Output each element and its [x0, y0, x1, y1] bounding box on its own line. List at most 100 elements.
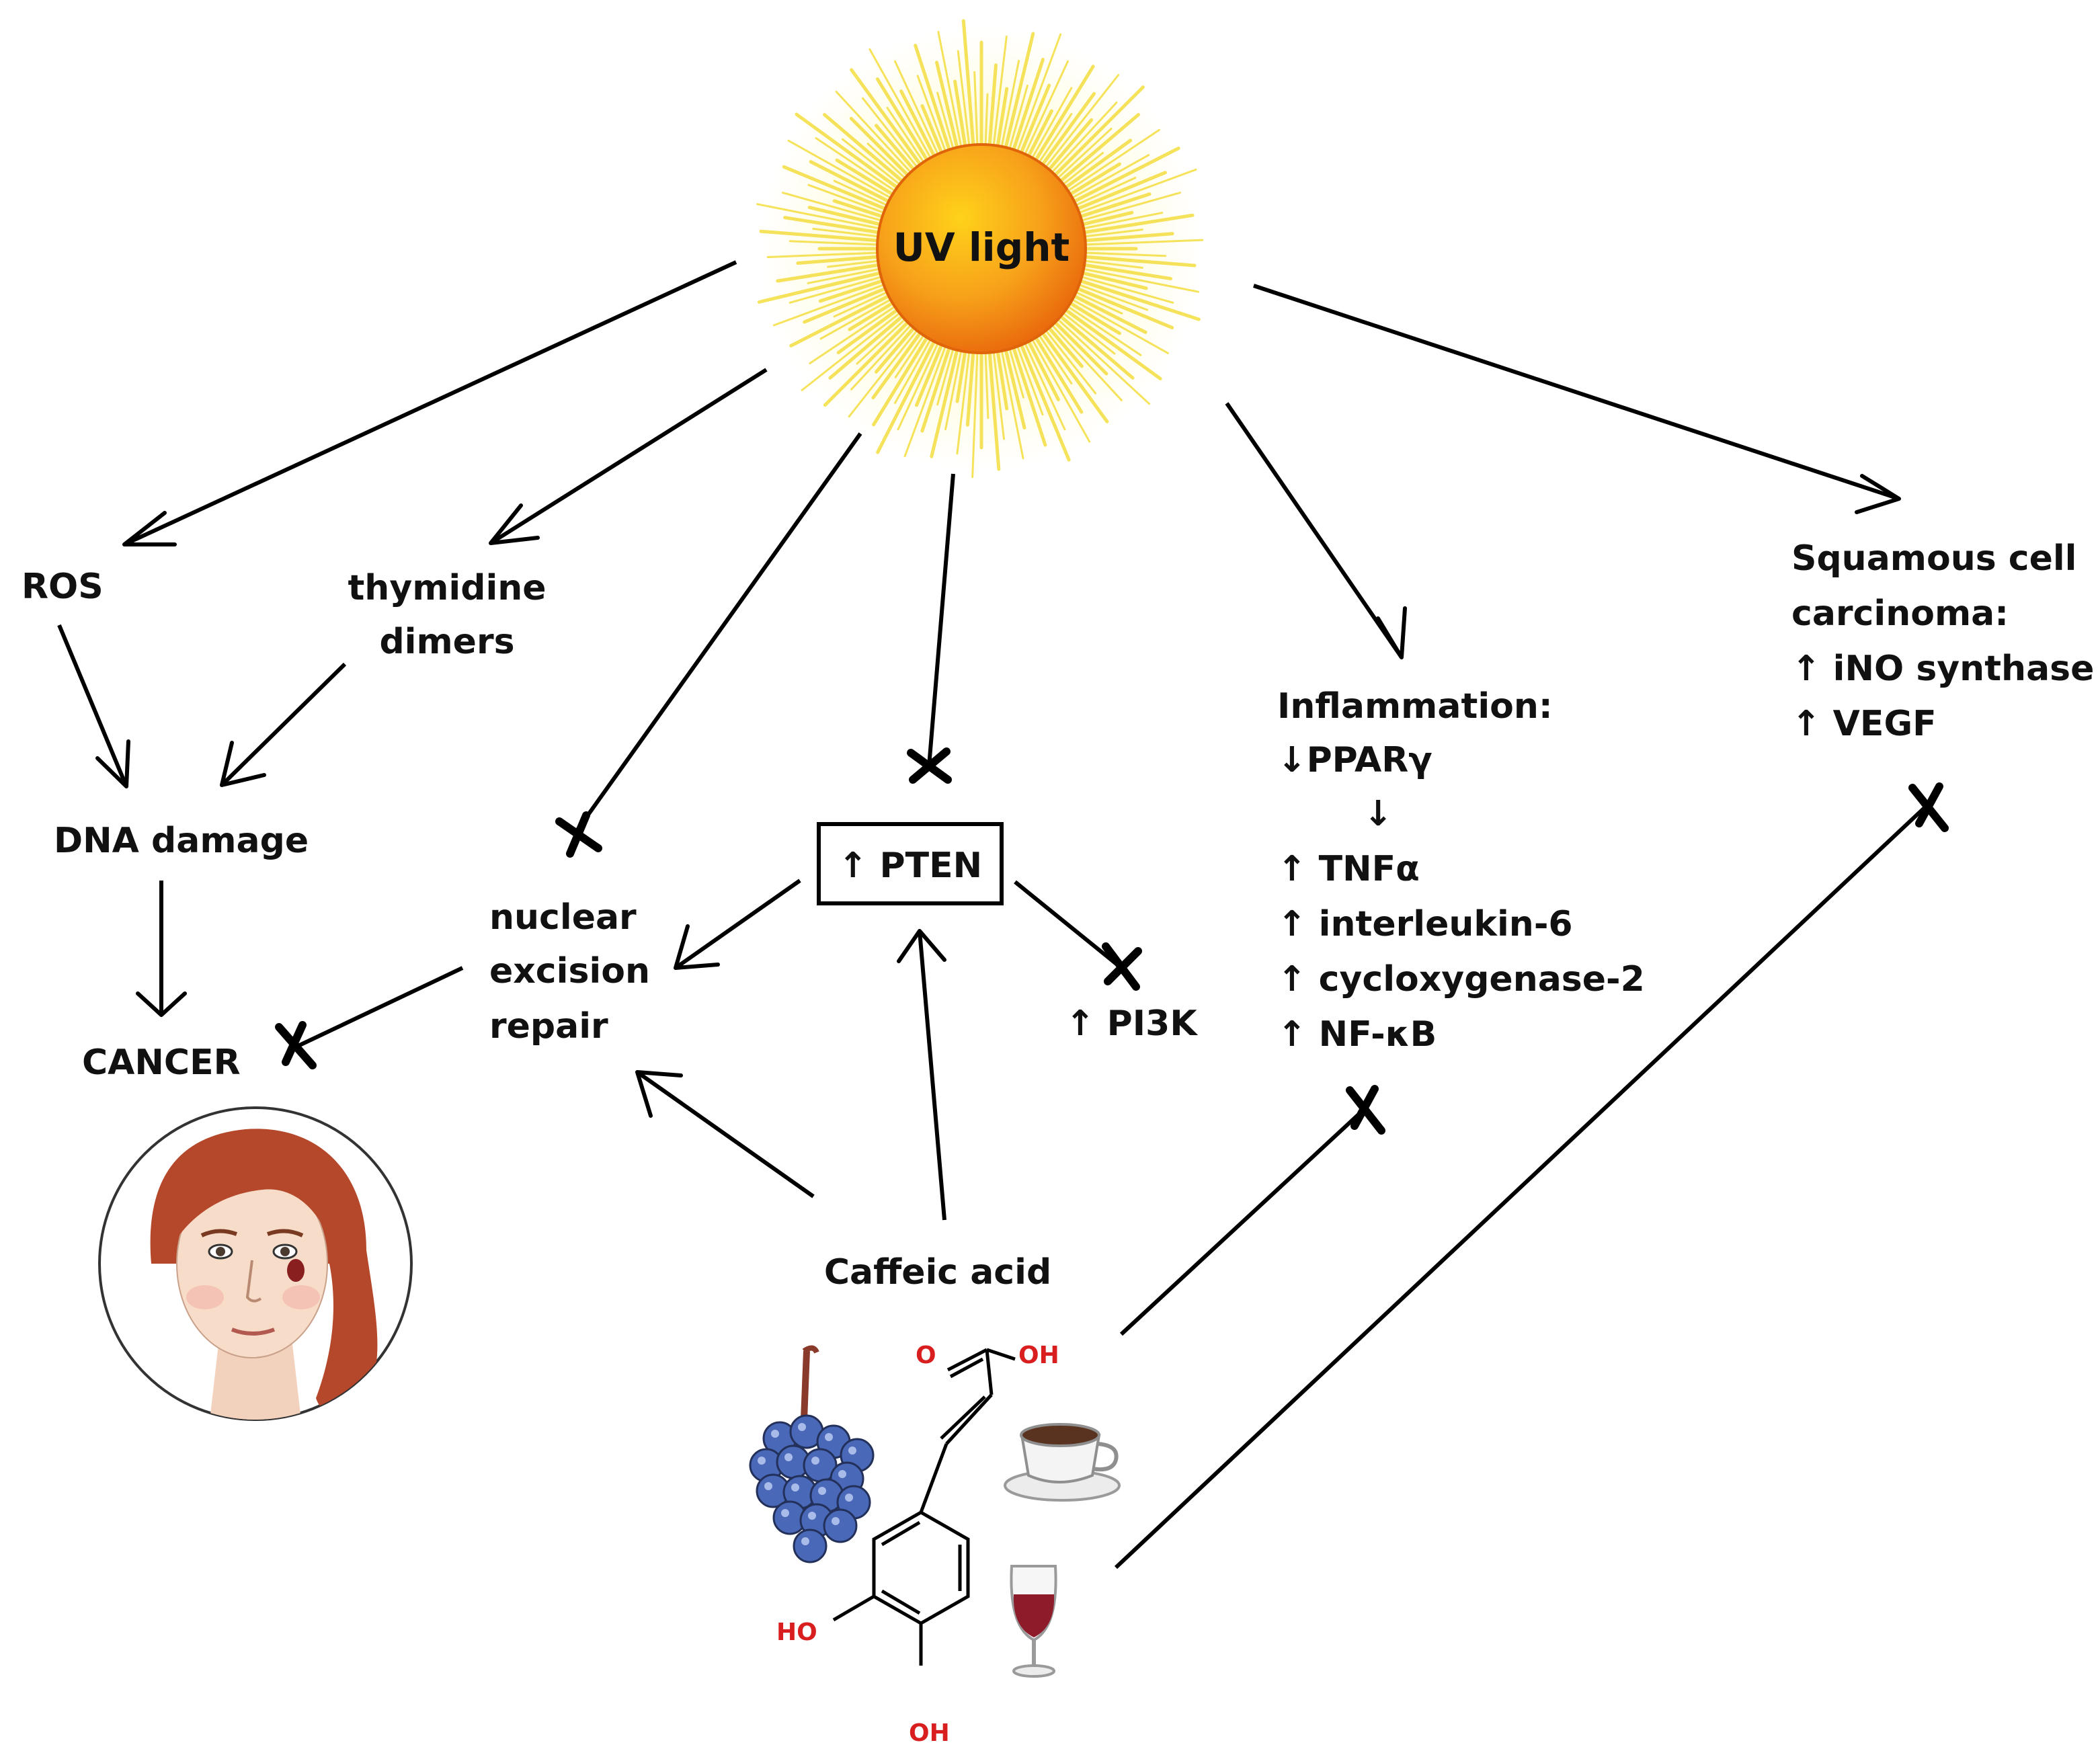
berry	[793, 1528, 827, 1563]
sun-ray	[1081, 239, 1204, 246]
sun-ray	[1051, 318, 1108, 376]
sun-ray	[1075, 282, 1149, 311]
arrow-thymidine-to-dna-damage	[220, 662, 347, 787]
sun-ray	[872, 333, 931, 427]
caffeic-acid-structure: O OH HO OH	[776, 1342, 1059, 1747]
sun-ray	[782, 192, 886, 222]
sun-ray	[1079, 267, 1200, 293]
sun-ray	[1064, 128, 1160, 194]
cancer-label: CANCER	[82, 1043, 241, 1083]
sun-ray	[1079, 212, 1164, 231]
sun-ray	[807, 206, 885, 227]
berry-highlight	[764, 1482, 772, 1490]
sun-ray	[1036, 331, 1073, 384]
sun-ray	[850, 68, 924, 169]
sun-ray	[1065, 162, 1121, 198]
woman-face-icon	[98, 1106, 413, 1421]
sun-ray	[936, 344, 955, 406]
sun-ray	[1036, 113, 1073, 166]
sun-ray	[795, 112, 902, 192]
sun-ray	[1054, 316, 1151, 405]
sun-ray	[1076, 278, 1201, 321]
berry-highlight	[791, 1483, 799, 1492]
sun-ray	[807, 184, 888, 215]
sun-ray	[1080, 229, 1143, 238]
sun-ray	[1073, 171, 1167, 212]
sun-ray	[757, 270, 885, 304]
sun-ray	[819, 296, 895, 340]
sun-ray	[1043, 327, 1097, 395]
ner-label-line3: repair	[489, 1006, 608, 1047]
ner-label-line2: excision	[489, 951, 650, 991]
nf-kb-label: ↑ NF-κB	[1277, 1014, 1437, 1055]
sun-ray	[984, 93, 989, 149]
ino-synthase-label: ↑ iNO synthase	[1791, 649, 2094, 689]
sun-ray	[871, 328, 924, 400]
sun-ray	[833, 179, 891, 208]
sun-ray	[1068, 154, 1150, 201]
sun-ray	[856, 316, 909, 365]
sun-ray	[1025, 109, 1053, 161]
sun-ray	[1080, 232, 1174, 243]
sun-ray	[920, 104, 945, 157]
arrow-uv-to-thymidine	[489, 368, 768, 545]
inhibit-uv-to-ner	[555, 432, 862, 858]
carboxyl-oh-label: OH	[1018, 1342, 1059, 1369]
sun-ray	[1079, 213, 1195, 235]
cox2-label: ↑ cycloxygenase-2	[1277, 959, 1645, 1000]
sun-ray	[987, 63, 998, 150]
sun-ray	[973, 71, 979, 149]
sun-ray	[1079, 262, 1172, 281]
berry-highlight	[781, 1509, 789, 1517]
sun-rays	[756, 19, 1204, 479]
sun-ray	[1039, 328, 1109, 423]
sun-ray	[756, 203, 884, 231]
carbonyl-oxygen-label: O	[916, 1342, 936, 1369]
arrow-dna-damage-to-cancer	[136, 881, 187, 1017]
sun-ray	[1018, 340, 1071, 462]
sun-ray	[835, 90, 914, 176]
arrows-from-uv	[122, 260, 1901, 858]
sun-ray	[789, 292, 893, 348]
sun-ray	[1068, 296, 1169, 354]
sun-core	[876, 143, 1087, 354]
sun-ray	[1049, 321, 1123, 401]
berry-highlight	[838, 1470, 846, 1478]
sun-ray	[1076, 192, 1152, 220]
interleukin-6-label: ↑ interleukin-6	[1277, 904, 1573, 944]
sun-ray	[772, 282, 888, 327]
sun-ray	[1069, 147, 1180, 205]
sun-ray	[1072, 290, 1123, 315]
berry-highlight	[758, 1457, 766, 1465]
sun-ray	[812, 227, 883, 238]
sun-ray	[1003, 345, 1026, 430]
berry-highlight	[801, 1537, 809, 1545]
ros-label: ROS	[22, 567, 104, 607]
sun-ray	[992, 35, 1008, 150]
sun-ray	[936, 91, 955, 153]
sun-ray	[815, 137, 899, 194]
arrow-ros-to-dna-damage	[57, 624, 130, 788]
ner-label-line1: nuclear	[489, 897, 637, 938]
sun-ray	[956, 348, 971, 455]
sun-ray	[874, 323, 918, 374]
sun-ray	[961, 19, 975, 150]
sun-ray	[823, 318, 912, 407]
ppar-gamma-label: ↓PPARγ	[1277, 740, 1432, 780]
sun-ray	[1061, 138, 1133, 192]
sun-ray	[886, 106, 927, 166]
sun-ray	[1003, 32, 1035, 153]
sun-ray	[1029, 87, 1073, 162]
sun-ray	[1032, 333, 1084, 414]
sun-ray	[1000, 59, 1020, 151]
skin-lesion-icon	[287, 1259, 305, 1282]
sun-ray	[1080, 259, 1143, 269]
sun-ray	[789, 240, 882, 246]
berry-highlight	[825, 1433, 833, 1441]
berry-highlight	[808, 1512, 816, 1520]
sun-ray	[955, 346, 968, 403]
sun-ray	[850, 321, 914, 391]
berry-highlight	[818, 1487, 826, 1495]
sun-ray	[897, 339, 940, 431]
